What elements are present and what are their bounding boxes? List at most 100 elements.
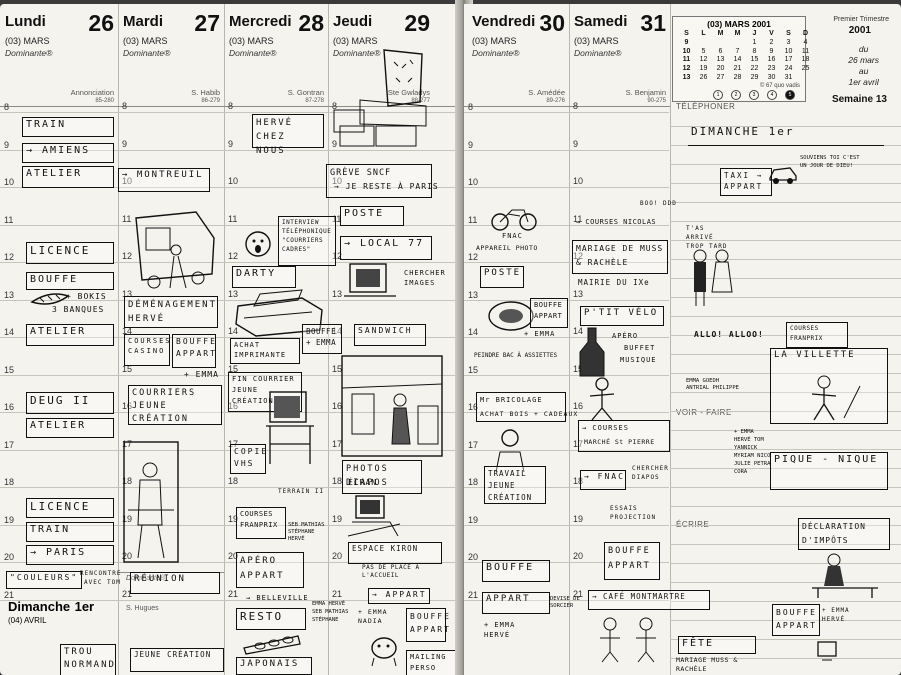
- ruled-line: [670, 335, 901, 336]
- hour-label: 15: [332, 363, 343, 374]
- day-column-vendredi[interactable]: Vendredi 30 (03) MARS Dominante® S. Améd…: [464, 4, 570, 675]
- hour-label: 14: [332, 326, 343, 336]
- right-page: Vendredi 30 (03) MARS Dominante® S. Améd…: [464, 4, 901, 675]
- day-cell[interactable]: 28: [733, 73, 742, 81]
- week-number-cell[interactable]: 12: [682, 65, 691, 73]
- sushi-plate-icon: [243, 635, 301, 655]
- hour-label: 18: [228, 476, 239, 486]
- hour-label: 21: [468, 589, 479, 600]
- ruled-line: [670, 601, 901, 602]
- day-cell[interactable]: 6: [718, 47, 723, 55]
- day-cell[interactable]: 2: [769, 38, 774, 46]
- day-column-mardi[interactable]: Mardi 27 (03) MARS Dominante® S. Habib 8…: [118, 4, 225, 675]
- day-cell[interactable]: [797, 74, 814, 83]
- ruled-line: [670, 582, 901, 583]
- day-cell[interactable]: 23: [767, 65, 776, 73]
- hour-label: 20: [468, 552, 479, 562]
- note-trou-normand: TROU NORMAND: [60, 644, 116, 675]
- weekday-label: L: [701, 30, 706, 37]
- ruled-line: [670, 468, 901, 469]
- note-apero-samedi: APÉRO: [612, 332, 639, 340]
- hour-label: 17: [4, 439, 15, 450]
- day-cell[interactable]: 15: [750, 56, 759, 64]
- week-number-cell[interactable]: 11: [682, 56, 691, 64]
- day-cell[interactable]: 1: [752, 38, 757, 46]
- saint-name: S. Habib: [191, 88, 220, 97]
- hour-label: 8: [4, 102, 10, 112]
- ruled-line: [670, 525, 901, 526]
- day-cell[interactable]: 13: [716, 56, 725, 64]
- note-courses-nicolas: → COURSES NICOLAS: [576, 218, 657, 226]
- day-column-samedi[interactable]: Samedi 31 (03) MARS Dominante® S. Benjam…: [569, 4, 671, 675]
- day-cell[interactable]: 14: [733, 56, 742, 64]
- day-cell[interactable]: 12: [699, 56, 708, 64]
- day-cell[interactable]: 4: [803, 38, 808, 46]
- note-allo: ALLO! ALLOO!: [694, 330, 764, 339]
- note-mariage-muss: MARIAGE MUSS & RACHÈLE: [676, 656, 738, 673]
- dominante-label: Dominante®: [123, 48, 171, 58]
- day-cell[interactable]: 24: [784, 65, 793, 73]
- ruled-line: [670, 126, 901, 127]
- weekday-label: D: [802, 30, 809, 37]
- note-fete: FÊTE: [678, 636, 756, 654]
- note-poste-vendredi: POSTE: [480, 266, 524, 288]
- day-cell[interactable]: 18: [801, 56, 810, 64]
- day-cell[interactable]: 21: [733, 65, 742, 73]
- ruled-line: [670, 183, 901, 184]
- note-bouffe-appart-vendredi: BOUFFE APPART: [530, 298, 568, 328]
- month-label: (03) MARS: [5, 36, 50, 46]
- day-cell[interactable]: 20: [716, 65, 725, 73]
- day-cell[interactable]: 5: [701, 47, 706, 55]
- saint-code: 85-280: [95, 98, 114, 104]
- hour-label: 8: [122, 101, 128, 111]
- week-number-cell[interactable]: 10: [682, 47, 691, 55]
- day-cell[interactable]: 22: [750, 65, 759, 73]
- hour-label: 13: [4, 289, 15, 300]
- note-deug: DEUG II: [26, 392, 114, 414]
- day-header-mercredi: Mercredi 28 (03) MARS Dominante® S. Gont…: [224, 4, 328, 107]
- day-number: 26: [88, 10, 114, 36]
- day-cell[interactable]: 10: [784, 47, 793, 55]
- hour-label: 8: [573, 101, 579, 111]
- hour-label: 13: [573, 288, 584, 299]
- note-tom: AVEC TOM: [84, 579, 121, 586]
- day-cell[interactable]: 11: [801, 47, 810, 55]
- day-cell[interactable]: 7: [735, 47, 740, 55]
- hour-label: 17: [122, 438, 133, 449]
- hour-label: 19: [228, 513, 239, 524]
- note-bokis: + BOKIS: [66, 292, 107, 301]
- hour-line: 8: [0, 102, 462, 113]
- telephoner-label: TÉLÉPHONER: [676, 102, 736, 111]
- day-column-mercredi[interactable]: Mercredi 28 (03) MARS Dominante® S. Gont…: [224, 4, 329, 675]
- hour-label: 20: [332, 551, 343, 561]
- day-cell[interactable]: 17: [784, 56, 793, 64]
- day-cell[interactable]: 30: [767, 73, 776, 81]
- day-cell[interactable]: 25: [801, 65, 810, 73]
- day-cell[interactable]: [712, 39, 729, 48]
- day-cell[interactable]: [695, 39, 712, 48]
- dog-icon: [371, 637, 397, 667]
- ruled-line: [670, 202, 901, 203]
- day-cell[interactable]: 27: [716, 73, 725, 81]
- day-cell[interactable]: [729, 39, 746, 48]
- day-column-lundi[interactable]: Lundi 26 (03) MARS Dominante® Annonciati…: [0, 4, 119, 675]
- day-cell[interactable]: 26: [699, 73, 708, 81]
- hour-line: 18: [0, 477, 462, 488]
- day-cell[interactable]: 16: [767, 56, 776, 64]
- day-cell[interactable]: 3: [786, 38, 791, 46]
- day-cell[interactable]: 19: [699, 65, 708, 73]
- week-number-cell[interactable]: 9: [684, 38, 689, 46]
- note-reste-paris: → JE RESTE À PARIS: [334, 182, 439, 191]
- ruled-line: [670, 487, 901, 488]
- note-emma-herve-seb: EMMA HERVÉ SEB MATHIAS STÉPHANE: [312, 601, 349, 623]
- day-cell[interactable]: 9: [769, 47, 774, 55]
- week-number-cell[interactable]: 13: [682, 73, 691, 81]
- hour-label: 19: [332, 513, 343, 524]
- hour-label: 17: [228, 438, 239, 449]
- day-cell[interactable]: 31: [784, 73, 793, 81]
- day-cell[interactable]: 8: [752, 47, 757, 55]
- plate-food-icon: [488, 301, 534, 331]
- sunday-month: (04) AVRIL: [8, 616, 47, 625]
- hour-label: 14: [228, 326, 239, 336]
- day-cell[interactable]: 29: [750, 73, 759, 81]
